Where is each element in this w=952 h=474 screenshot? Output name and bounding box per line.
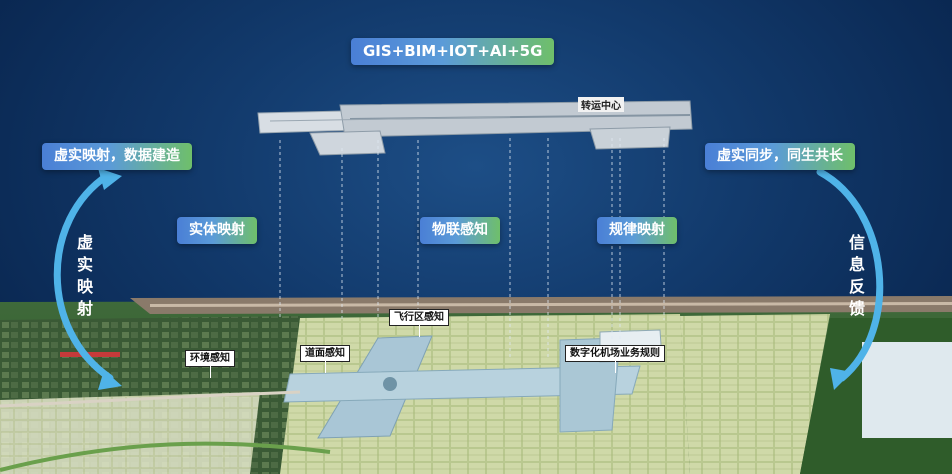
tech-stack-label: GIS+BIM+IOT+AI+5G: [351, 38, 555, 65]
east-lots: [680, 314, 830, 474]
right-vertical-label: 信息反馈: [848, 233, 865, 318]
rule-mapping-pill: 规律映射: [597, 217, 677, 244]
right-apron: [862, 342, 952, 438]
transfer-center-label: 转运中心: [578, 97, 624, 112]
road: [0, 390, 301, 408]
virtual-mapping-pill: 虚实映射，数据建造: [42, 143, 192, 170]
virtual-sync-pill: 虚实同步，同生共长: [705, 143, 855, 170]
airport-rules-tag: 数字化机场业务规则: [565, 345, 665, 373]
pavement-sensing-tag: 道面感知: [300, 345, 350, 373]
right-curve-arrow: [816, 168, 884, 382]
runway-line: [150, 302, 952, 307]
left-lots: [0, 392, 260, 474]
env-sensing-tag: 环境感知: [185, 350, 235, 378]
red-building: [60, 352, 120, 357]
iot-sensing-pill: 物联感知: [420, 217, 500, 244]
airside-sensing-tag: 飞行区感知: [389, 309, 449, 337]
left-vertical-label: 虚实映射: [76, 233, 93, 318]
entity-mapping-pill: 实体映射: [177, 217, 257, 244]
left-curve-arrow: [53, 171, 114, 382]
curve-road: [0, 441, 331, 472]
